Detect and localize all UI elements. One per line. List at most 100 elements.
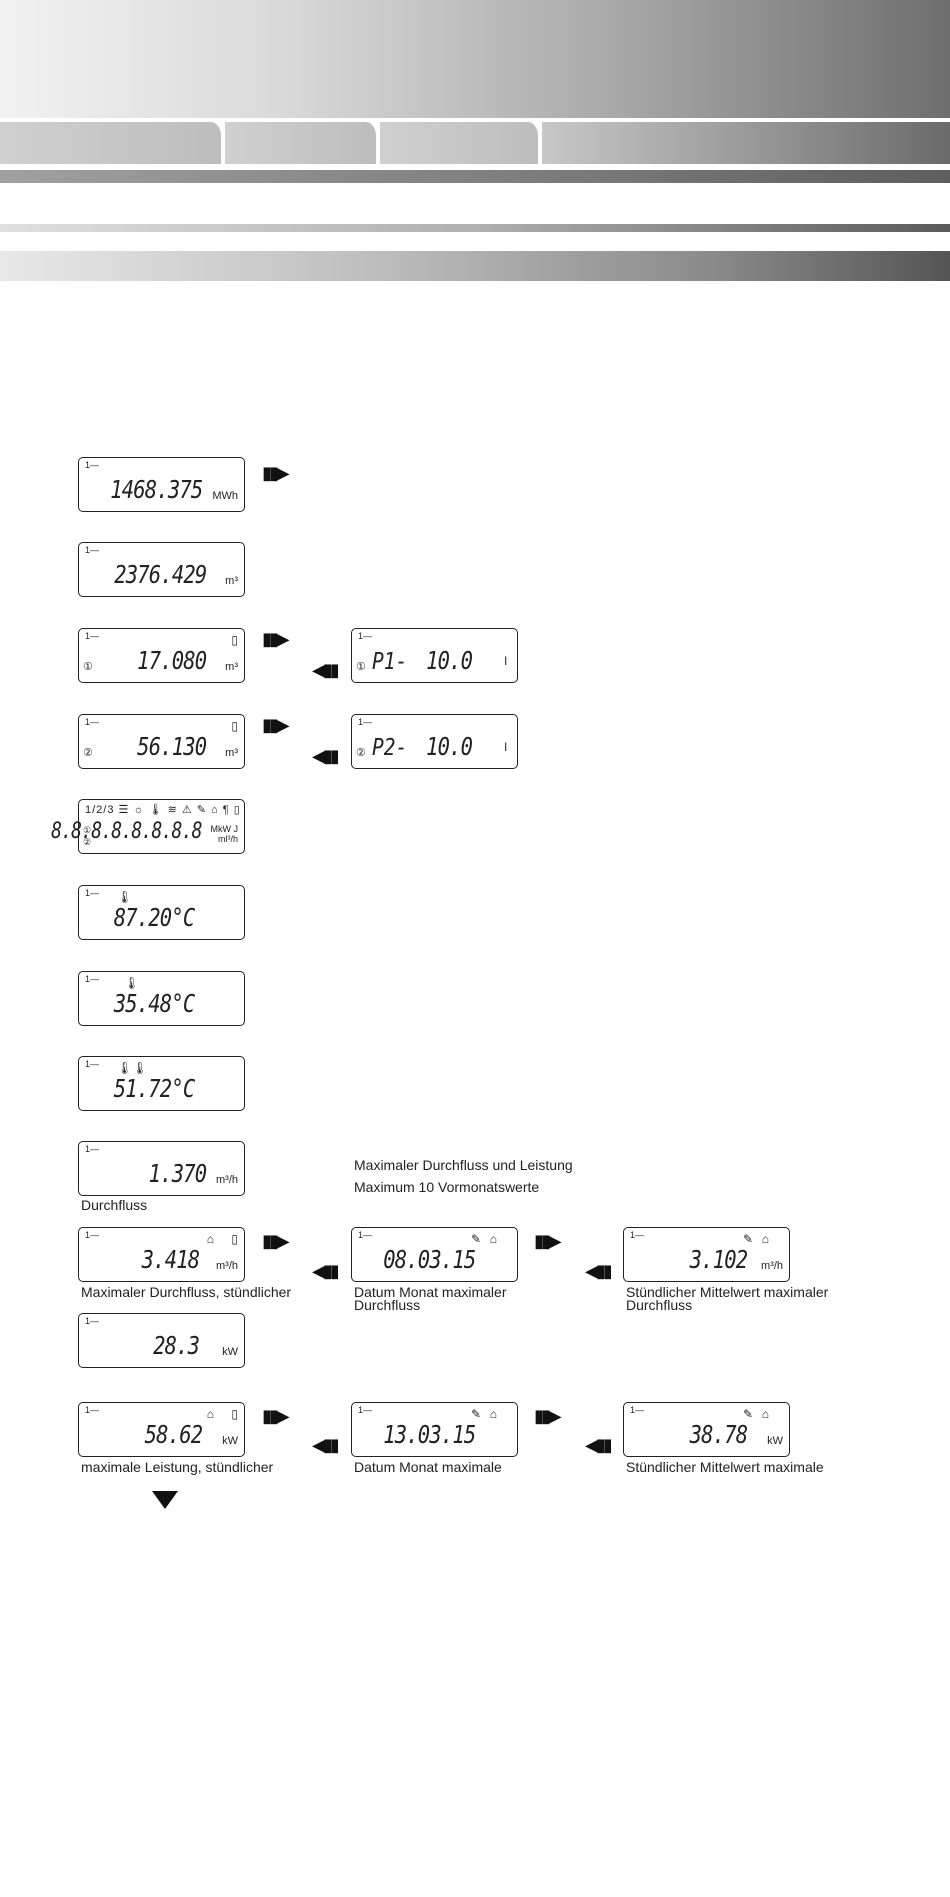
lcd-energy: 1— 1468.375 MWh bbox=[78, 457, 245, 512]
chart-icon: ⌂ bbox=[489, 1407, 497, 1421]
forward-arrow-icon: ▮▮▶ bbox=[262, 715, 290, 735]
back-arrow-icon: ◀▮▮ bbox=[585, 1261, 613, 1281]
lcd-max-power-mean: 1— ✎ ⌂ 38.78 kW bbox=[623, 1402, 790, 1457]
header-tab-1 bbox=[0, 122, 225, 164]
lcd-tick: 1— bbox=[85, 631, 100, 641]
section-band bbox=[0, 251, 950, 281]
back-arrow-icon: ◀▮▮ bbox=[312, 660, 340, 680]
back-arrow-icon: ◀▮▮ bbox=[312, 1435, 340, 1455]
lcd-channel: ② bbox=[356, 747, 366, 759]
lcd-tick: 1— bbox=[85, 1144, 100, 1154]
lcd-channel-1: ① bbox=[83, 825, 92, 835]
caption-max-power-hourly: maximale Leistung, stündlicher bbox=[81, 1459, 274, 1475]
lcd-max-flow-hourly: 1— ⌂ ▯ 3.418 m³/h bbox=[78, 1227, 245, 1282]
caption-durchfluss: Durchfluss bbox=[81, 1197, 148, 1213]
lcd-unit: kW bbox=[222, 1435, 238, 1447]
lcd-unit: m³/h bbox=[216, 1260, 238, 1272]
lcd-value: 38.78 bbox=[689, 1420, 747, 1449]
lcd-max-flow-date: 1— ✎ ⌂ 08.03.15 bbox=[351, 1227, 518, 1282]
thermometer-icon: 🌡 bbox=[124, 976, 140, 990]
lcd-unit: MWh bbox=[212, 490, 238, 502]
caption-max-flow-mean-2: Durchfluss bbox=[626, 1297, 693, 1313]
down-arrow-icon bbox=[152, 1491, 178, 1509]
lcd-tick: 1— bbox=[85, 1405, 100, 1415]
divider-band bbox=[0, 224, 950, 232]
pencil-icon: ✎ bbox=[470, 1232, 481, 1246]
lcd-value: 13.03.15 bbox=[382, 1420, 476, 1449]
lcd-tick: 1— bbox=[85, 717, 100, 727]
lcd-channel: ① bbox=[83, 661, 93, 673]
lcd-tick: 1— bbox=[85, 545, 100, 555]
lcd-max-flow-mean: 1— ✎ ⌂ 3.102 m³/h bbox=[623, 1227, 790, 1282]
lcd-temp-diff: 1— 🌡🌡 51.72°C bbox=[78, 1056, 245, 1111]
lcd-value: 35.48°C bbox=[113, 989, 194, 1018]
document-icon: ▯ bbox=[231, 719, 238, 733]
lcd-channel: ② bbox=[83, 747, 93, 759]
pencil-icon: ✎ bbox=[470, 1407, 481, 1421]
lcd-value: 2376.429 bbox=[113, 560, 207, 589]
header-banner bbox=[0, 0, 950, 118]
lcd-value: 08.03.15 bbox=[382, 1245, 476, 1274]
back-arrow-icon: ◀▮▮ bbox=[312, 1261, 340, 1281]
lcd-flow: 1— 1.370 m³/h bbox=[78, 1141, 245, 1196]
lcd-symbol-row: 1/2/3 ☰ ☼ 🌡 ≋ ⚠ ✎ ⌂ ¶ ▯ bbox=[85, 804, 241, 816]
header-band bbox=[0, 170, 950, 183]
lcd-tick: 1— bbox=[358, 631, 373, 641]
lcd-unit: m³/h bbox=[216, 1174, 238, 1186]
lcd-channel-2: ② bbox=[83, 837, 92, 847]
lcd-unit: m³ bbox=[225, 747, 238, 759]
lcd-tick: 1— bbox=[630, 1230, 645, 1240]
note-line-2: Maximum 10 Vormonatswerte bbox=[354, 1179, 540, 1195]
lcd-max-power-hourly: 1— ⌂ ▯ 58.62 kW bbox=[78, 1402, 245, 1457]
pencil-icon: ✎ bbox=[742, 1407, 753, 1421]
header-tab-3 bbox=[380, 122, 542, 164]
lcd-unit: l bbox=[504, 740, 507, 754]
forward-arrow-icon: ▮▮▶ bbox=[534, 1406, 562, 1426]
lcd-tick: 1— bbox=[85, 888, 100, 898]
forward-arrow-icon: ▮▮▶ bbox=[262, 1231, 290, 1251]
lcd-temp-return: 1— 🌡 35.48°C bbox=[78, 971, 245, 1026]
caption-max-power-date: Datum Monat maximale bbox=[354, 1459, 502, 1475]
header-tab-4 bbox=[542, 122, 950, 164]
lcd-input2: 1— ▯ ② 56.130 m³ bbox=[78, 714, 245, 769]
thermometer-icon: 🌡 bbox=[117, 890, 133, 904]
lcd-tick: 1— bbox=[85, 974, 100, 984]
lcd-value: 8.8.8.8.8.8.8.8 bbox=[51, 819, 202, 844]
chart-icon: ⌂ bbox=[761, 1407, 769, 1421]
lcd-unit: l bbox=[504, 654, 507, 668]
lcd-prefix: P1- bbox=[372, 649, 408, 675]
lcd-unit: m³ bbox=[225, 661, 238, 673]
forward-arrow-icon: ▮▮▶ bbox=[262, 1406, 290, 1426]
lcd-power: 1— 28.3 kW bbox=[78, 1313, 245, 1368]
lcd-tick: 1— bbox=[358, 1405, 373, 1415]
lcd-max-power-date: 1— ✎ ⌂ 13.03.15 bbox=[351, 1402, 518, 1457]
caption-max-flow-mean-1: Stündlicher Mittelwert maximaler bbox=[626, 1284, 829, 1300]
chart-icon: ⌂ bbox=[761, 1232, 769, 1246]
lcd-value: 10.0 bbox=[425, 646, 473, 675]
lcd-tick: 1— bbox=[85, 1230, 100, 1240]
lcd-input1: 1— ▯ ① 17.080 m³ bbox=[78, 628, 245, 683]
lcd-segment-test: 1/2/3 ☰ ☼ 🌡 ≋ ⚠ ✎ ⌂ ¶ ▯ ① ② 8.8.8.8.8.8.… bbox=[51, 799, 245, 854]
forward-arrow-icon: ▮▮▶ bbox=[262, 463, 290, 483]
chart-icon: ⌂ bbox=[206, 1232, 214, 1246]
caption-max-flow-date-1: Datum Monat maximaler bbox=[354, 1284, 507, 1300]
header-tab-2 bbox=[225, 122, 380, 164]
document-icon: ▯ bbox=[231, 633, 238, 647]
note-line-1: Maximaler Durchfluss und Leistung bbox=[354, 1157, 573, 1173]
lcd-tick: 1— bbox=[85, 1316, 100, 1326]
back-arrow-icon: ◀▮▮ bbox=[312, 746, 340, 766]
lcd-input1-pulse: 1— ① P1- 10.0 l bbox=[351, 628, 518, 683]
lcd-input2-pulse: 1— ② P2- 10.0 l bbox=[351, 714, 518, 769]
lcd-unit: kW bbox=[222, 1346, 238, 1358]
lcd-tick: 1— bbox=[85, 1059, 100, 1069]
lcd-tick: 1— bbox=[358, 1230, 373, 1240]
lcd-volume: 1— 2376.429 m³ bbox=[78, 542, 245, 597]
lcd-value: 87.20°C bbox=[113, 903, 194, 932]
lcd-value: 1468.375 bbox=[109, 475, 203, 504]
lcd-temp-flow: 1— 🌡 87.20°C bbox=[78, 885, 245, 940]
caption-max-power-mean: Stündlicher Mittelwert maximale bbox=[626, 1459, 824, 1475]
header-tab-row bbox=[0, 122, 950, 164]
lcd-value: 1.370 bbox=[148, 1159, 206, 1188]
caption-max-flow-date-2: Durchfluss bbox=[354, 1297, 421, 1313]
lcd-value: 3.102 bbox=[689, 1245, 747, 1274]
